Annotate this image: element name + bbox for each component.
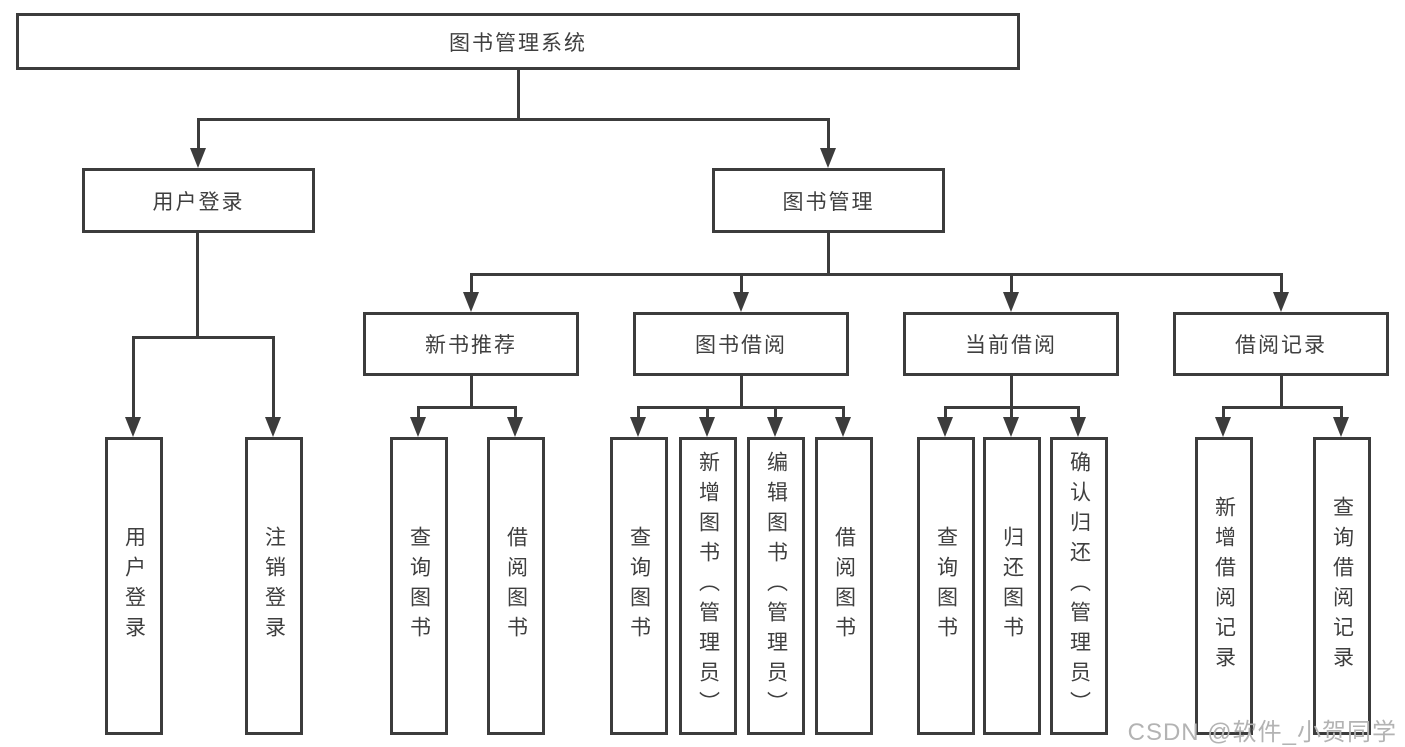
connector-arrow-stem xyxy=(637,406,640,420)
connector-arrow-stem xyxy=(417,406,420,420)
leaf-query-borrow-record: 查询借阅记录 xyxy=(1313,437,1371,735)
node-label: 用户登录 xyxy=(152,190,245,214)
connector-arrow-stem xyxy=(1340,406,1343,420)
connector-root-stem xyxy=(517,70,520,118)
node-user-login: 用户登录 xyxy=(82,168,315,233)
arrow-down-icon xyxy=(1273,292,1289,312)
node-label: 当前借阅 xyxy=(965,334,1057,357)
node-label: 图书借阅 xyxy=(695,334,787,357)
leaf-query-books: 查询图书 xyxy=(610,437,668,735)
leaf-label: 借阅图书 xyxy=(504,526,528,646)
connector-book-mgmt-branch xyxy=(470,273,1283,276)
node-label: 借阅记录 xyxy=(1235,334,1327,357)
connector-borrow-record-stem xyxy=(1280,376,1283,406)
node-book-management: 图书管理 xyxy=(712,168,945,233)
arrow-down-icon xyxy=(463,292,479,312)
connector-arrow-stem xyxy=(132,336,135,419)
leaf-label: 用户登录 xyxy=(122,526,146,646)
connector-arrow-stem xyxy=(740,273,743,296)
leaf-label: 查询图书 xyxy=(934,526,958,646)
connector-arrow-stem xyxy=(944,406,947,420)
connector-arrow-stem xyxy=(774,406,777,420)
connector-arrow-stem xyxy=(706,406,709,420)
leaf-label: 查询图书 xyxy=(407,526,431,646)
connector-root-branch xyxy=(197,118,830,121)
leaf-add-borrow-record: 新增借阅记录 xyxy=(1195,437,1253,735)
leaf-confirm-return-admin: 确认归还（管理员） xyxy=(1050,437,1108,735)
leaf-label: 查询图书 xyxy=(627,526,651,646)
arrow-down-icon xyxy=(1003,292,1019,312)
connector-arrow-stem xyxy=(842,406,845,420)
connector-arrow-stem xyxy=(197,118,200,150)
arrow-down-icon xyxy=(699,417,715,437)
connector-arrow-stem xyxy=(827,118,830,150)
connector-book-borrow-stem xyxy=(740,376,743,406)
arrow-down-icon xyxy=(1070,417,1086,437)
leaf-label: 新增图书（管理员） xyxy=(696,451,720,721)
leaf-add-book-admin: 新增图书（管理员） xyxy=(679,437,737,735)
leaf-label: 借阅图书 xyxy=(832,526,856,646)
connector-arrow-stem xyxy=(272,336,275,419)
leaf-return-books: 归还图书 xyxy=(983,437,1041,735)
leaf-label: 编辑图书（管理员） xyxy=(764,451,788,721)
connector-book-borrow-branch xyxy=(637,406,844,409)
arrow-down-icon xyxy=(1333,417,1349,437)
leaf-edit-book-admin: 编辑图书（管理员） xyxy=(747,437,805,735)
leaf-label: 归还图书 xyxy=(1000,526,1024,646)
arrow-down-icon xyxy=(190,148,206,168)
arrow-down-icon xyxy=(630,417,646,437)
leaf-label: 注销登录 xyxy=(262,526,286,646)
connector-arrow-stem xyxy=(1010,406,1013,420)
csdn-watermark: CSDN @软件_小贺同学 xyxy=(1127,719,1397,746)
connector-new-book-branch xyxy=(417,406,516,409)
node-borrowing-records: 借阅记录 xyxy=(1173,312,1389,376)
node-label: 图书管理 xyxy=(782,190,875,214)
node-book-borrowing: 图书借阅 xyxy=(633,312,849,376)
connector-arrow-stem xyxy=(1280,273,1283,296)
arrow-down-icon xyxy=(820,148,836,168)
leaf-label: 新增借阅记录 xyxy=(1212,496,1236,676)
leaf-label: 查询借阅记录 xyxy=(1330,496,1354,676)
arrow-down-icon xyxy=(507,417,523,437)
node-label: 图书管理系统 xyxy=(449,31,587,55)
leaf-borrow-books: 借阅图书 xyxy=(815,437,873,735)
arrow-down-icon xyxy=(125,417,141,437)
node-current-borrowing: 当前借阅 xyxy=(903,312,1119,376)
arrow-down-icon xyxy=(733,292,749,312)
arrow-down-icon xyxy=(265,417,281,437)
arrow-down-icon xyxy=(937,417,953,437)
connector-current-borrow-stem xyxy=(1010,376,1013,406)
arrow-down-icon xyxy=(410,417,426,437)
arrow-down-icon xyxy=(1215,417,1231,437)
node-label: 新书推荐 xyxy=(425,334,517,357)
connector-borrow-record-branch xyxy=(1222,406,1342,409)
connector-arrow-stem xyxy=(514,406,517,420)
leaf-query-books: 查询图书 xyxy=(390,437,448,735)
arrow-down-icon xyxy=(767,417,783,437)
connector-arrow-stem xyxy=(1222,406,1225,420)
leaf-borrow-books: 借阅图书 xyxy=(487,437,545,735)
leaf-label: 确认归还（管理员） xyxy=(1067,451,1091,721)
leaf-query-books: 查询图书 xyxy=(917,437,975,735)
arrow-down-icon xyxy=(835,417,851,437)
connector-user-login-branch xyxy=(132,336,274,339)
arrow-down-icon xyxy=(1003,417,1019,437)
connector-book-mgmt-stem xyxy=(827,233,830,273)
connector-arrow-stem xyxy=(470,273,473,296)
node-library-management-system: 图书管理系统 xyxy=(16,13,1020,70)
connector-new-book-stem xyxy=(470,376,473,406)
connector-arrow-stem xyxy=(1077,406,1080,420)
connector-user-login-stem xyxy=(196,233,199,336)
node-new-book-recommend: 新书推荐 xyxy=(363,312,579,376)
connector-arrow-stem xyxy=(1010,273,1013,296)
leaf-logout: 注销登录 xyxy=(245,437,303,735)
leaf-user-login: 用户登录 xyxy=(105,437,163,735)
